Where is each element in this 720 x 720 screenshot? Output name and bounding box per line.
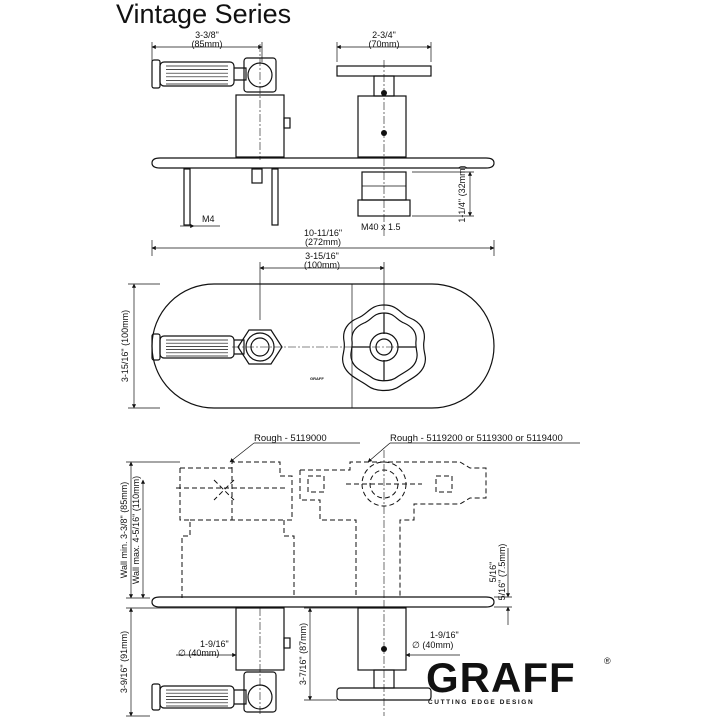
handle-offset-mm-label: (85mm) bbox=[192, 39, 223, 49]
plate-height-label: 3-15/16" (100mm) bbox=[120, 310, 130, 382]
trim-thickness-label: 5/16" (7.5mm) bbox=[497, 544, 507, 601]
wall-min-label: Wall min. 3-3/8" (85mm) bbox=[119, 482, 129, 578]
rough-view: Rough - 5119000 Rough - 5119200 or 51193… bbox=[119, 433, 580, 717]
wall-plate-rough bbox=[151, 596, 495, 608]
handle-offset-inch-label: 3-3/8" bbox=[195, 30, 219, 40]
page-title: Vintage Series bbox=[116, 0, 291, 29]
wall-plate-side bbox=[151, 157, 495, 169]
lever-grip-front bbox=[159, 335, 235, 359]
wall-max-label: Wall max. 4-5/16" (110mm) bbox=[131, 476, 141, 584]
rough-right-label: Rough - 5119200 or 5119300 or 5119400 bbox=[390, 433, 563, 444]
rough-left-label: Rough - 5119000 bbox=[254, 433, 327, 444]
right-depth-label: 3-7/16" (87mm) bbox=[298, 623, 308, 685]
logo-registered-mark: ® bbox=[604, 656, 611, 666]
thread-size-label: M40 x 1.5 bbox=[361, 222, 401, 232]
screw-size-label: M4 bbox=[202, 214, 215, 224]
trim-thickness-inch-label: 5/16" bbox=[488, 562, 498, 583]
overall-width-mm-label: (272mm) bbox=[305, 237, 341, 247]
top-view: 3-3/8" (85mm) 2-3/4" (70mm) bbox=[151, 30, 495, 256]
wall-plate-front bbox=[151, 283, 495, 409]
cross-handle-width-mm-label: (70mm) bbox=[369, 39, 400, 49]
lever-grip-bottom bbox=[159, 685, 235, 709]
wheel-handle bbox=[341, 304, 427, 392]
center-spacing-mm-label: (100mm) bbox=[304, 260, 340, 270]
cross-handle bbox=[336, 60, 432, 238]
right-trim-body bbox=[357, 607, 407, 671]
right-diameter-inch-label: 1-9/16" bbox=[430, 630, 459, 640]
front-view: 3-15/16" (100mm) 3-15/16" (100mm) bbox=[120, 251, 495, 409]
logo-tagline: CUTTING EDGE DESIGN bbox=[428, 699, 534, 706]
left-diameter-mm-label: ∅ (40mm) bbox=[178, 648, 219, 658]
cross-handle-width-inch-label: 2-3/4" bbox=[372, 30, 396, 40]
right-diameter-mm-label: ∅ (40mm) bbox=[412, 640, 453, 650]
left-depth-label: 3-9/16" (91mm) bbox=[119, 631, 129, 693]
graff-logo: GRAFF ® CUTTING EDGE DESIGN bbox=[426, 654, 611, 706]
overall-width-inch-label: 10-11/16" bbox=[304, 228, 342, 238]
logo-wordmark: GRAFF bbox=[426, 654, 576, 701]
spout-depth-label: 1-1/4" (32mm) bbox=[457, 165, 467, 222]
lever-handle bbox=[151, 44, 277, 160]
left-diameter-inch-label: 1-9/16" bbox=[200, 639, 229, 649]
plate-brand-mark: GRAFF bbox=[310, 376, 324, 381]
center-spacing-inch-label: 3-15/16" bbox=[305, 251, 339, 261]
